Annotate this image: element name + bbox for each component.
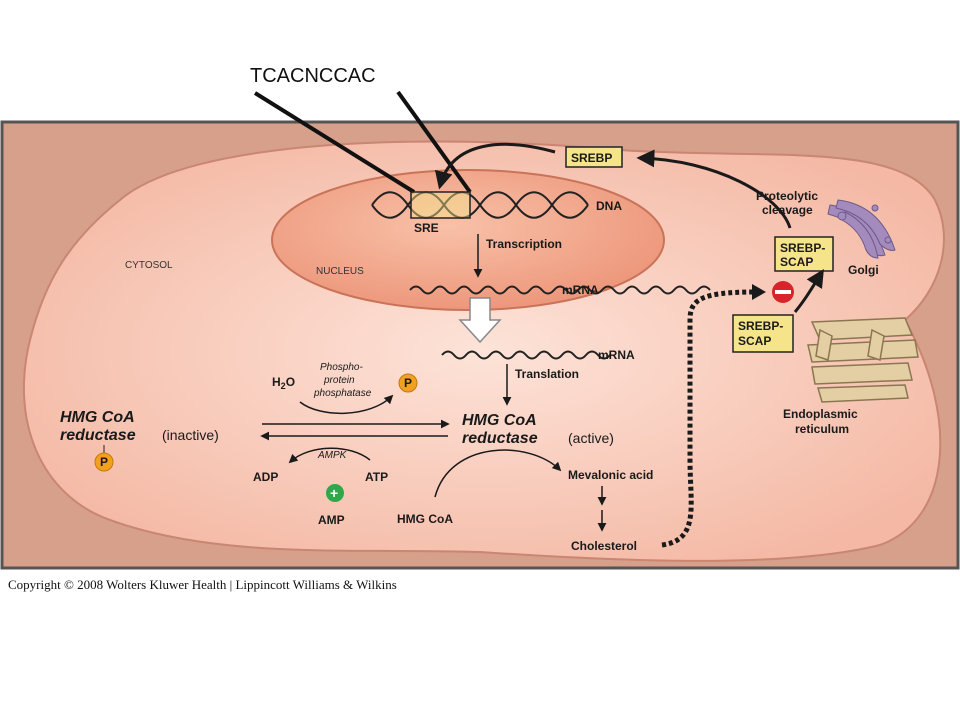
golgi-complex-line1: SREBP- <box>780 241 825 255</box>
inactive-phosphate-label: P <box>100 455 108 469</box>
atp-label: ATP <box>365 470 388 484</box>
inactive-enzyme-name-line1: HMG CoA <box>60 409 135 426</box>
sequence-pointer-right <box>396 90 472 194</box>
active-enzyme-name-line1: HMG CoA <box>462 412 537 429</box>
sre-label: SRE <box>414 221 439 235</box>
translation-label: Translation <box>515 367 579 381</box>
golgi-apparatus <box>827 199 896 259</box>
dna-label: DNA <box>596 199 622 213</box>
export-arrow <box>458 297 502 344</box>
cytoplasmic-mrna-label: mRNA <box>598 348 635 362</box>
hmg-coa-substrate-label: HMG CoA <box>397 512 453 526</box>
mevalonic-acid-label: Mevalonic acid <box>568 468 653 482</box>
nuclear-mrna-label: mRNA <box>562 283 599 297</box>
golgi-srebp-scap-box <box>774 236 834 272</box>
amp-activation-icon <box>326 484 344 502</box>
phosphatase-label-line3: phosphatase <box>313 388 372 399</box>
amp-plus-label: + <box>330 485 338 501</box>
sequence-label: TCACNCCAC <box>250 65 376 87</box>
ampk-label: AMPK <box>317 450 348 461</box>
adp-label: ADP <box>253 470 278 484</box>
inactive-phosphate-icon <box>94 452 114 472</box>
cytosol-label: CYTOSOL <box>125 260 173 271</box>
phosphatase-label-line2: protein <box>323 375 355 386</box>
srebp-label: SREBP <box>571 151 612 165</box>
inactive-state-label: (inactive) <box>162 427 219 443</box>
er-srebp-scap-box <box>732 314 794 353</box>
cytoplasmic-mrna-strand <box>441 350 611 360</box>
nucleus-label: NUCLEUS <box>316 266 364 277</box>
proteolytic-label-line2: cleavage <box>762 203 813 217</box>
golgi-complex-line2: SCAP <box>780 255 813 269</box>
phosphatase-label-line1: Phospho- <box>320 362 363 373</box>
dna-helix <box>371 191 589 219</box>
cell-body <box>22 140 945 562</box>
er-label-line2: reticulum <box>795 422 849 436</box>
cholesterol-label: Cholesterol <box>571 539 637 553</box>
hmg-coa-conversion-arrow <box>434 449 562 498</box>
cleavage-arrow <box>636 149 792 229</box>
nucleus-body <box>271 169 665 311</box>
phosphatase-curve <box>299 394 394 415</box>
active-state-label: (active) <box>568 430 614 446</box>
sequence-pointer-left <box>253 91 416 194</box>
inhibition-bar <box>775 290 791 294</box>
er-complex-line1: SREBP- <box>738 319 783 333</box>
kinase-curve <box>288 447 371 464</box>
nuclear-mrna-strand <box>409 285 711 295</box>
er-complex-line2: SCAP <box>738 334 771 348</box>
sre-box <box>410 191 471 219</box>
water-label: H2O <box>272 375 295 391</box>
released-phosphate-icon <box>398 373 418 393</box>
active-enzyme-name-line2: reductase <box>462 430 538 447</box>
inactive-enzyme-name-line2: reductase <box>60 427 136 444</box>
srebp-box <box>565 146 623 168</box>
proteolytic-label-line1: Proteolytic <box>756 189 818 203</box>
amp-label: AMP <box>318 513 345 527</box>
cholesterol-feedback-arrow <box>661 289 756 548</box>
er-label-line1: Endoplasmic <box>783 407 858 421</box>
transcription-label: Transcription <box>486 237 562 251</box>
copyright-text: Copyright © 2008 Wolters Kluwer Health |… <box>8 577 397 592</box>
endoplasmic-reticulum <box>807 317 919 403</box>
srebp-to-sre-arrow <box>434 142 556 190</box>
released-phosphate-label: P <box>404 376 412 390</box>
golgi-label: Golgi <box>848 263 879 277</box>
er-to-golgi-arrow <box>793 268 824 313</box>
feedback-arrowhead <box>752 284 766 300</box>
